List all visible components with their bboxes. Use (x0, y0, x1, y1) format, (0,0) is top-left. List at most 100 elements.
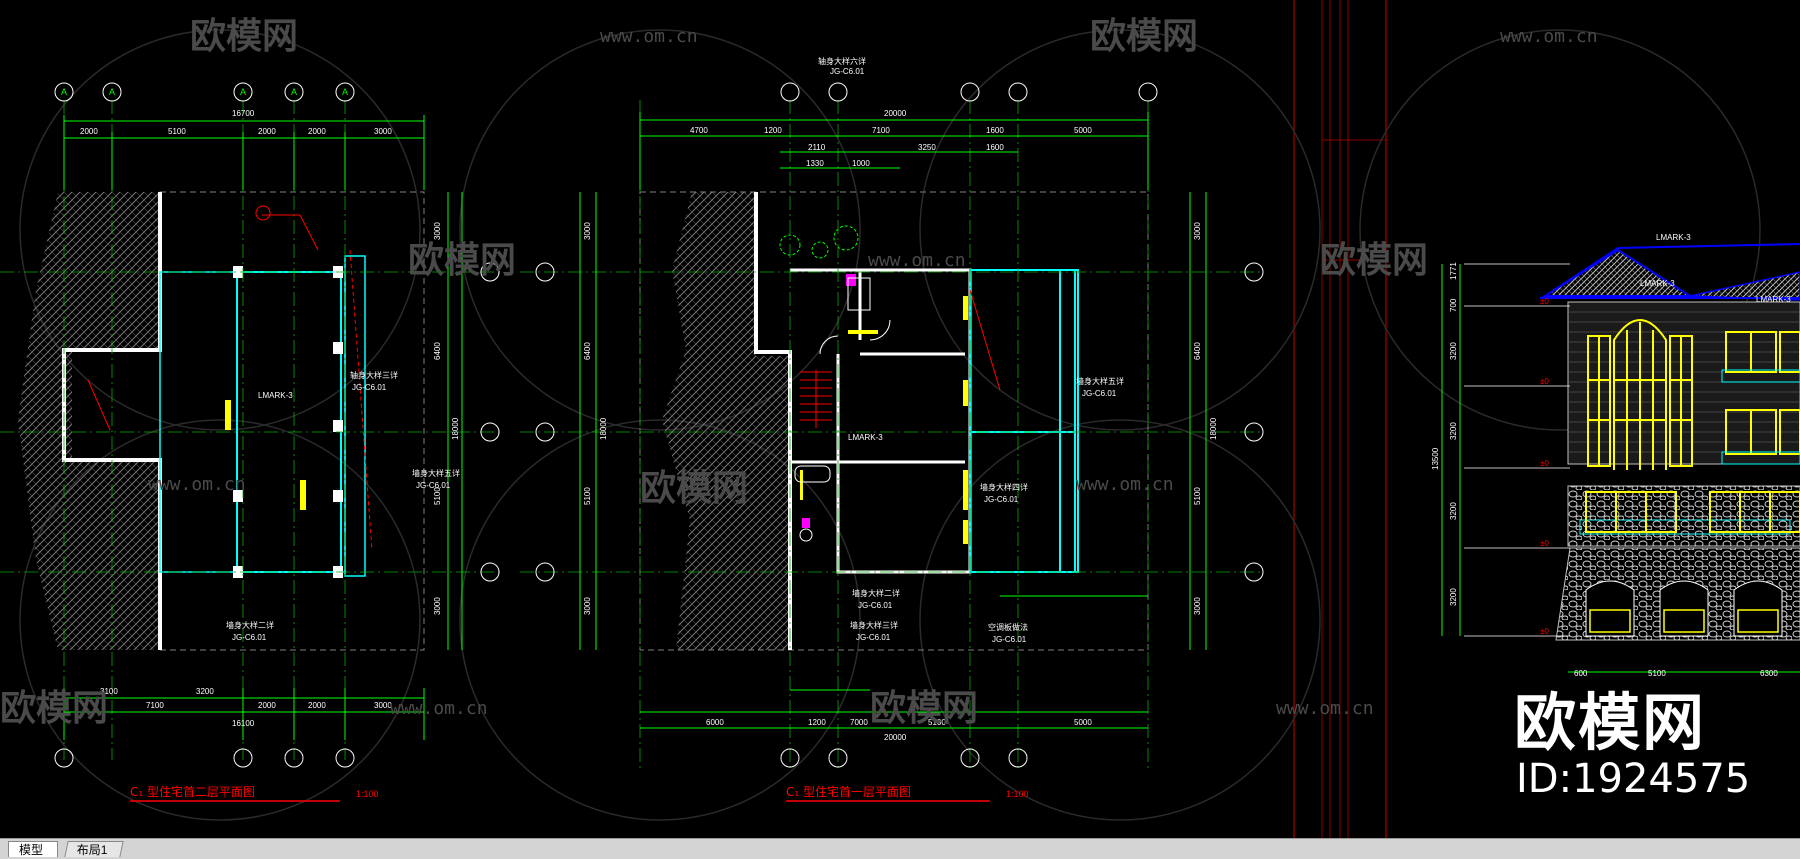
plan-title-right: C₁ 型住宅首一层平面图 (786, 784, 911, 799)
plan-right[interactable]: 20000 4700 1200 7100 1600 5000 2110 1330… (520, 56, 1264, 802)
watermark-brand: 欧模网 (1090, 16, 1198, 57)
axis-label: A (291, 87, 297, 97)
watermark-urls: www.om.cn www.om.cn www.om.cn www.om.cn … (148, 26, 1598, 719)
red-stairs-right (800, 289, 1001, 428)
dim-total-bottom-left: 16100 (232, 719, 255, 728)
note-label: JG-C6.01 (416, 481, 451, 490)
dim-text: 3000 (374, 701, 392, 710)
dim-lines-right (579, 112, 1207, 729)
watermark-brand: 欧模网 (0, 688, 108, 729)
dim-text: 6400 (1193, 342, 1202, 360)
dim-text: 1330 (806, 159, 824, 168)
dim-text: 2000 (80, 127, 98, 136)
elevation-mark: LMARK-3 (1640, 279, 1675, 288)
cad-drawing-canvas[interactable]: 16700 2000 5100 2000 2000 3000 3100 3200… (0, 0, 1800, 838)
axis-label: A (61, 87, 67, 97)
dim-text: 3200 (196, 687, 214, 696)
dim-text: 6300 (1760, 669, 1778, 678)
dim-total-left-right: 18000 (599, 417, 608, 440)
dim-text: 6000 (706, 718, 724, 727)
dim-text: 3000 (583, 597, 592, 615)
dim-text: 3000 (1193, 597, 1202, 615)
dim-text: 4700 (690, 126, 708, 135)
note-label: 墙身大样三详 (850, 620, 898, 630)
watermark-url: www.om.cn (390, 698, 488, 719)
dim-text: 7000 (850, 718, 868, 727)
note-label: 轴身大样六详 (818, 56, 866, 66)
axis-bubbles-left (54, 82, 500, 768)
dim-text: 3000 (433, 597, 442, 615)
tab-layout1-label: 布局1 (76, 843, 108, 857)
elevation-wall (1567, 301, 1800, 465)
note-label: JG-C6.01 (830, 67, 865, 76)
dim-text: 3000 (583, 222, 592, 240)
svg-text:±0: ±0 (1540, 377, 1549, 386)
dim-text: 1000 (852, 159, 870, 168)
note-label: 墙身大样五详 (1076, 376, 1124, 386)
elevation-mark: LMARK-3 (1656, 233, 1691, 242)
watermark-logo-text: 欧模网 (1514, 686, 1707, 759)
dim-text: 3000 (374, 127, 392, 136)
arched-window (1587, 319, 1800, 470)
dim-text: 3200 (1449, 588, 1458, 606)
dim-text: 5100 (433, 487, 442, 505)
stone-base-upper (1567, 485, 1800, 547)
dim-text: 5100 (168, 127, 186, 136)
axis-bubbles-right (535, 82, 1264, 768)
dim-total-right-left: 18000 (451, 417, 460, 440)
dim-total-top-left: 16700 (232, 109, 255, 118)
watermark-url: www.om.cn (148, 474, 246, 495)
dim-text: 2110 (808, 143, 826, 152)
watermark-url: www.om.cn (1076, 474, 1174, 495)
watermark-brand: 欧模网 (408, 240, 516, 281)
axis-label: A (109, 87, 115, 97)
dim-total-bottom-right: 20000 (884, 733, 907, 742)
note-label: 墙身大样二详 (226, 620, 274, 630)
elevation-view[interactable]: ±0±0 ±0±0±0 1771 700 3200 3200 3200 3200… (1431, 233, 1800, 678)
dim-text: 3250 (918, 143, 936, 152)
watermark-brand: 欧模网 (1320, 240, 1428, 281)
elevation-mark: LMARK-3 (1756, 295, 1791, 304)
dim-text: 5100 (583, 487, 592, 505)
elevation-dim-lines (1441, 264, 1800, 673)
yellow-windows-right (800, 296, 968, 544)
axis-lines-right (520, 100, 1260, 770)
watermark-brand: 欧模网 (640, 468, 748, 509)
tab-model[interactable]: 模型 (8, 841, 58, 857)
note-label: 轴身大样三详 (350, 370, 398, 380)
dim-text: 7100 (146, 701, 164, 710)
dim-text: 2000 (308, 127, 326, 136)
layout-tab-bar: 模型 布局1 (0, 838, 1800, 859)
dim-text: 3000 (433, 222, 442, 240)
roof-left (1541, 248, 1694, 297)
dim-text: 2000 (308, 701, 326, 710)
dim-total-right-right: 18000 (1209, 417, 1218, 440)
dim-text: 6400 (433, 342, 442, 360)
dim-text: 1600 (986, 126, 1004, 135)
dim-text: 5100 (1193, 487, 1202, 505)
dim-text: 1200 (764, 126, 782, 135)
svg-text:±0: ±0 (1540, 627, 1549, 636)
note-label: JG-C6.01 (352, 383, 387, 392)
dim-text: 3200 (1449, 502, 1458, 520)
tab-layout1[interactable]: 布局1 (64, 841, 124, 857)
dim-text: 2000 (258, 127, 276, 136)
axis-label: A (240, 87, 246, 97)
dim-text: 6400 (583, 342, 592, 360)
plan-left[interactable]: 16700 2000 5100 2000 2000 3000 3100 3200… (0, 82, 500, 802)
dim-total-top-right: 20000 (884, 109, 907, 118)
svg-text:±0: ±0 (1540, 539, 1549, 548)
ground-hatch-right (662, 192, 790, 650)
note-label: JG-C6.01 (992, 635, 1027, 644)
plan-scale-left: 1:100 (356, 789, 379, 799)
plan-scale-right: 1:100 (1006, 789, 1029, 799)
axis-lines-left (0, 100, 500, 760)
note-label: JG-C6.01 (232, 633, 267, 642)
dim-text: 1200 (808, 718, 826, 727)
dim-text: 700 (1449, 298, 1458, 312)
dim-text: 600 (1574, 669, 1588, 678)
red-annotations-left (87, 205, 373, 551)
dim-text: 5100 (928, 718, 946, 727)
drawing-frame (1293, 0, 1387, 838)
svg-text:±0: ±0 (1540, 459, 1549, 468)
